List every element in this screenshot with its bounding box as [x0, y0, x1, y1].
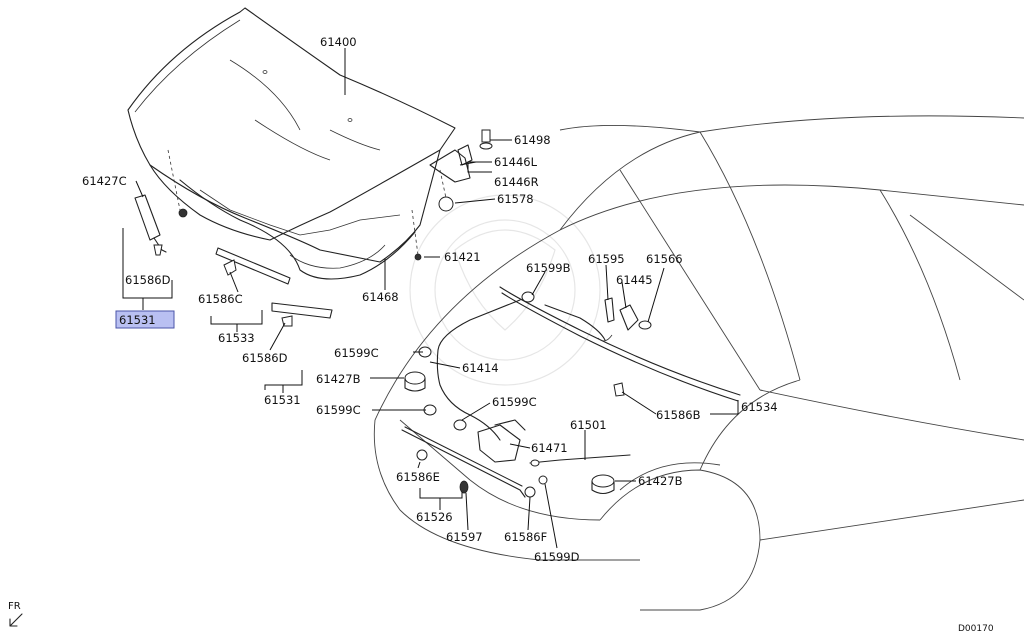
watermark-emblem [409, 194, 601, 386]
label-61414[interactable]: 61414 [462, 361, 499, 375]
seal-strip-left [134, 194, 167, 256]
label-61531-b[interactable]: 61531 [264, 393, 301, 407]
label-61586D[interactable]: 61586D [125, 273, 171, 287]
front-label: FR [8, 601, 21, 612]
label-61421[interactable]: 61421 [444, 250, 481, 264]
hood-weatherstrip [499, 286, 741, 402]
label-61599B[interactable]: 61599B [526, 261, 571, 275]
label-61446L[interactable]: 61446L [494, 155, 538, 169]
latch-and-rod [401, 419, 631, 498]
bumper-stops [404, 371, 615, 495]
label-61526[interactable]: 61526 [416, 510, 453, 524]
label-61501[interactable]: 61501 [570, 418, 607, 432]
label-61599C-b[interactable]: 61599C [316, 403, 361, 417]
label-61531-selected[interactable]: 61531 [119, 313, 156, 327]
label-61427B-b[interactable]: 61427B [638, 474, 683, 488]
part-labels: 61400 61498 61446L 61446R 61578 61427C 6… [82, 35, 778, 564]
label-61586D-b[interactable]: 61586D [242, 351, 288, 365]
label-61566[interactable]: 61566 [646, 252, 683, 266]
diagram-code: D00170 [958, 624, 994, 634]
label-61586B[interactable]: 61586B [656, 408, 701, 422]
label-61445[interactable]: 61445 [616, 273, 653, 287]
hood-seal-strips [215, 247, 333, 327]
leader-lines [122, 48, 739, 549]
label-61586C[interactable]: 61586C [198, 292, 243, 306]
label-61468[interactable]: 61468 [362, 290, 399, 304]
label-61471[interactable]: 61471 [531, 441, 568, 455]
label-61586E[interactable]: 61586E [396, 470, 440, 484]
label-61400[interactable]: 61400 [320, 35, 357, 49]
release-cable [418, 291, 606, 441]
label-61427C[interactable]: 61427C [82, 174, 127, 188]
reference-lines [167, 149, 447, 256]
label-61498[interactable]: 61498 [514, 133, 551, 147]
label-61599C-c[interactable]: 61599C [492, 395, 537, 409]
label-61533[interactable]: 61533 [218, 331, 255, 345]
label-61446R[interactable]: 61446R [494, 175, 539, 189]
label-61595[interactable]: 61595 [588, 252, 625, 266]
selected-part-highlight [115, 310, 175, 329]
label-61578[interactable]: 61578 [497, 192, 534, 206]
front-direction-indicator: FR [8, 601, 23, 627]
hood-panel [127, 7, 456, 280]
label-61586F[interactable]: 61586F [504, 530, 547, 544]
label-61534[interactable]: 61534 [741, 400, 778, 414]
label-61597[interactable]: 61597 [446, 530, 483, 544]
label-61427B-a[interactable]: 61427B [316, 372, 361, 386]
front-arrow-icon [9, 613, 23, 627]
label-61599D[interactable]: 61599D [534, 550, 580, 564]
hinge-assembly [429, 129, 493, 212]
right-hardware [597, 297, 652, 397]
label-61599C-a[interactable]: 61599C [334, 346, 379, 360]
car-body-outline [373, 115, 1024, 611]
